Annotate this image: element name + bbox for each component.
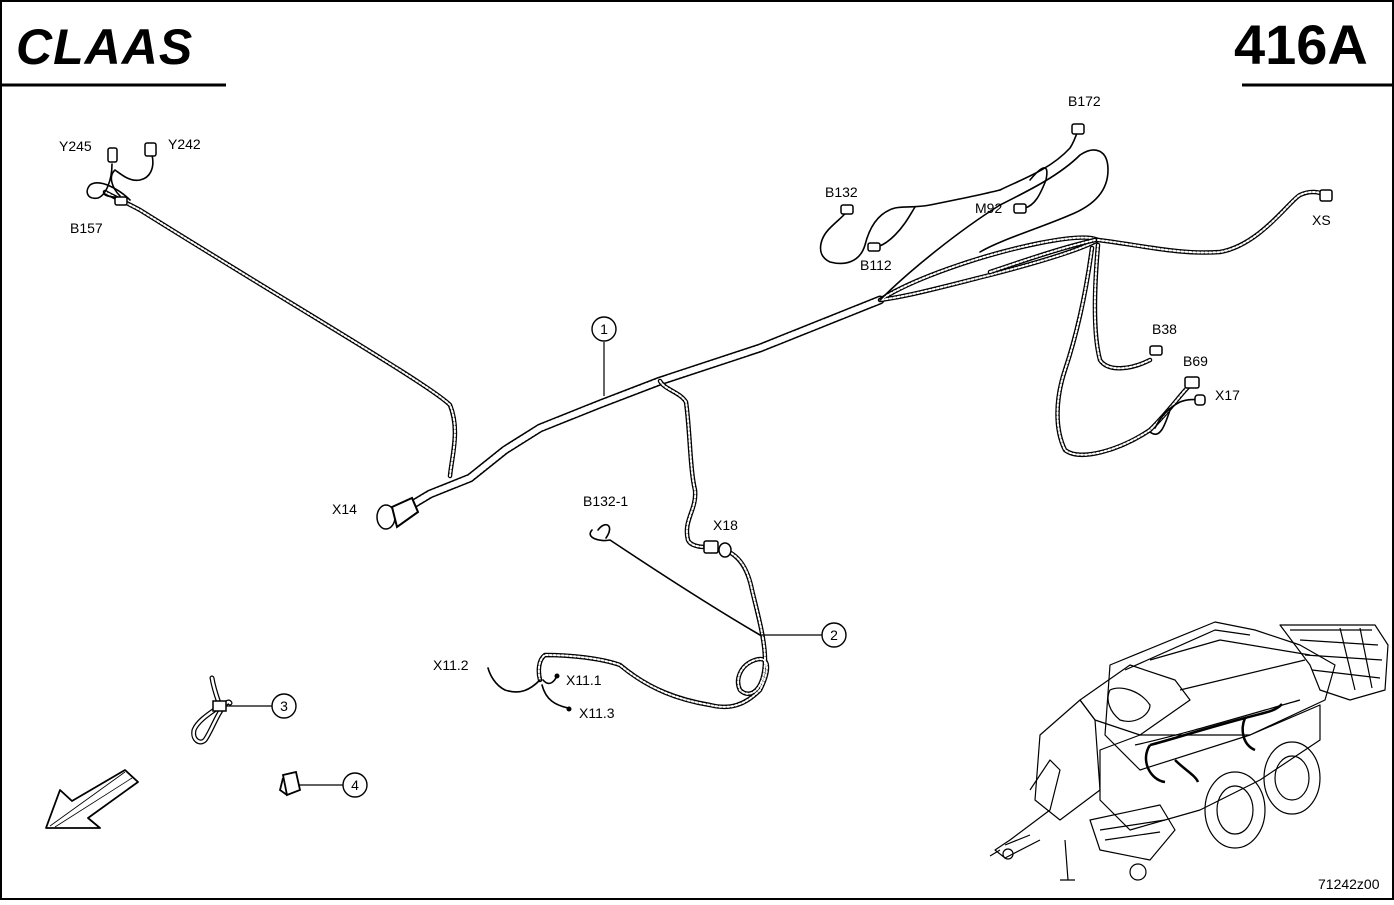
callout-1-label: 1 xyxy=(600,321,608,337)
callout-3-label: 3 xyxy=(280,698,288,714)
label-x11-2: X11.2 xyxy=(433,657,469,673)
label-xs: XS xyxy=(1312,212,1331,228)
brand-logo: CLAAS xyxy=(16,19,193,75)
drawing-code: 71242z00 xyxy=(1318,876,1380,892)
callout-4-label: 4 xyxy=(351,777,359,793)
connector-labels: Y245 Y242 B157 B172 B132 M92 B112 XS B38… xyxy=(59,93,1331,721)
label-x17: X17 xyxy=(1215,387,1240,403)
label-x11-1: X11.1 xyxy=(566,672,602,688)
direction-arrow xyxy=(45,769,139,829)
label-m92: M92 xyxy=(975,200,1002,216)
label-b157: B157 xyxy=(70,220,103,236)
callouts: 1 2 3 4 xyxy=(226,316,847,798)
secondary-harness xyxy=(487,523,770,712)
callout-3 xyxy=(271,693,297,719)
baler-machine-illustration xyxy=(989,621,1389,881)
callout-1 xyxy=(591,316,617,342)
label-y245: Y245 xyxy=(59,138,92,154)
callout-2 xyxy=(821,622,847,648)
label-b132: B132 xyxy=(825,184,858,200)
label-b112: B112 xyxy=(860,257,892,273)
callout-2-label: 2 xyxy=(830,627,838,643)
clip-part xyxy=(278,770,302,797)
label-b69: B69 xyxy=(1183,353,1208,369)
page-number: 416A xyxy=(1234,13,1368,76)
label-x11-3: X11.3 xyxy=(579,705,615,721)
label-b38: B38 xyxy=(1152,321,1177,337)
label-x18: X18 xyxy=(713,517,738,533)
label-b172: B172 xyxy=(1068,93,1101,109)
main-harness xyxy=(86,123,1333,554)
cable-tie-part xyxy=(191,675,233,745)
label-x14: X14 xyxy=(332,501,357,517)
label-b132-1: B132-1 xyxy=(583,493,628,509)
label-y242: Y242 xyxy=(168,136,201,152)
callout-4 xyxy=(342,772,368,798)
